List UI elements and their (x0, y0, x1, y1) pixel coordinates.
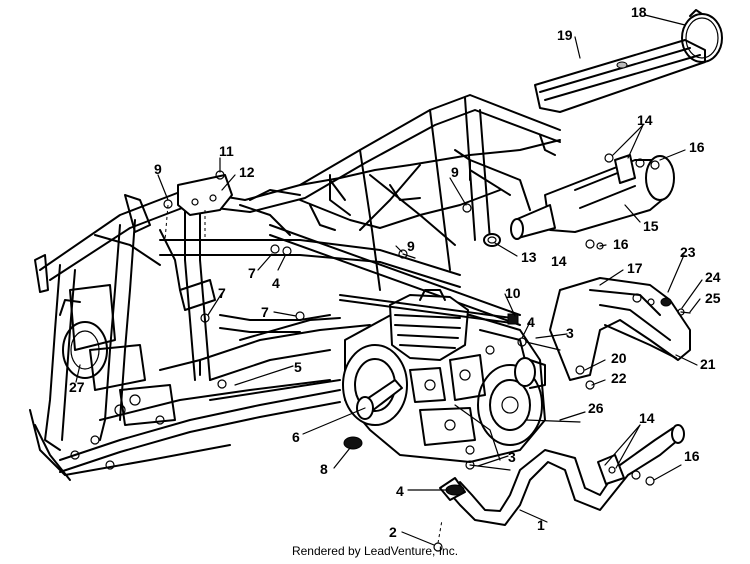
callout-15: 15 (643, 218, 659, 234)
callout-25: 25 (705, 290, 721, 306)
callout-20: 20 (611, 350, 627, 366)
callout-8: 8 (320, 461, 328, 477)
callout-17: 17 (627, 260, 643, 276)
callout-18: 18 (631, 4, 647, 20)
callout-5: 5 (294, 359, 302, 375)
callout-16a: 16 (689, 139, 705, 155)
callout-3b: 3 (508, 449, 516, 465)
frame-assembly (29, 94, 561, 481)
callout-9b: 9 (407, 238, 415, 254)
render-credit: Rendered by LeadVenture, Inc. (291, 544, 459, 558)
callout-2: 2 (389, 524, 397, 540)
callout-12: 12 (239, 164, 255, 180)
callout-3a: 3 (566, 325, 574, 341)
callout-10: 10 (505, 285, 521, 301)
callout-26: 26 (588, 400, 604, 416)
leader-lines (75, 14, 703, 546)
callout-7b: 7 (261, 304, 269, 320)
exhaust-head-pipe (433, 424, 685, 552)
callout-22: 22 (611, 370, 627, 386)
callout-4c: 4 (396, 483, 404, 499)
callout-4a: 4 (272, 275, 280, 291)
callout-16b: 16 (613, 236, 629, 252)
callout-6: 6 (292, 429, 300, 445)
callout-19: 19 (557, 27, 573, 43)
callout-14b: 14 (551, 253, 567, 269)
callout-9c: 9 (451, 164, 459, 180)
callout-23: 23 (680, 244, 696, 260)
muffler-assembly (483, 153, 675, 250)
callout-11: 11 (219, 143, 234, 159)
callout-24: 24 (705, 269, 721, 285)
engine-assembly (339, 289, 546, 463)
callout-21: 21 (700, 356, 716, 372)
callout-16c: 16 (684, 448, 700, 464)
callout-7c: 7 (218, 285, 226, 301)
callout-7a: 7 (248, 265, 256, 281)
callout-27: 27 (69, 379, 85, 395)
callout-14c: 14 (639, 410, 655, 426)
callout-13: 13 (521, 249, 537, 265)
callout-1: 1 (537, 517, 545, 533)
callout-14a: 14 (637, 112, 653, 128)
callout-9a: 9 (154, 161, 162, 177)
heat-shield-assembly (534, 9, 723, 113)
callout-4b: 4 (527, 314, 535, 330)
callout-labels: 1 2 3 3 4 4 4 5 6 7 7 7 8 9 9 9 10 11 12… (69, 4, 721, 540)
rear-guard-assembly (549, 277, 691, 390)
bracket-hardware (164, 170, 581, 471)
